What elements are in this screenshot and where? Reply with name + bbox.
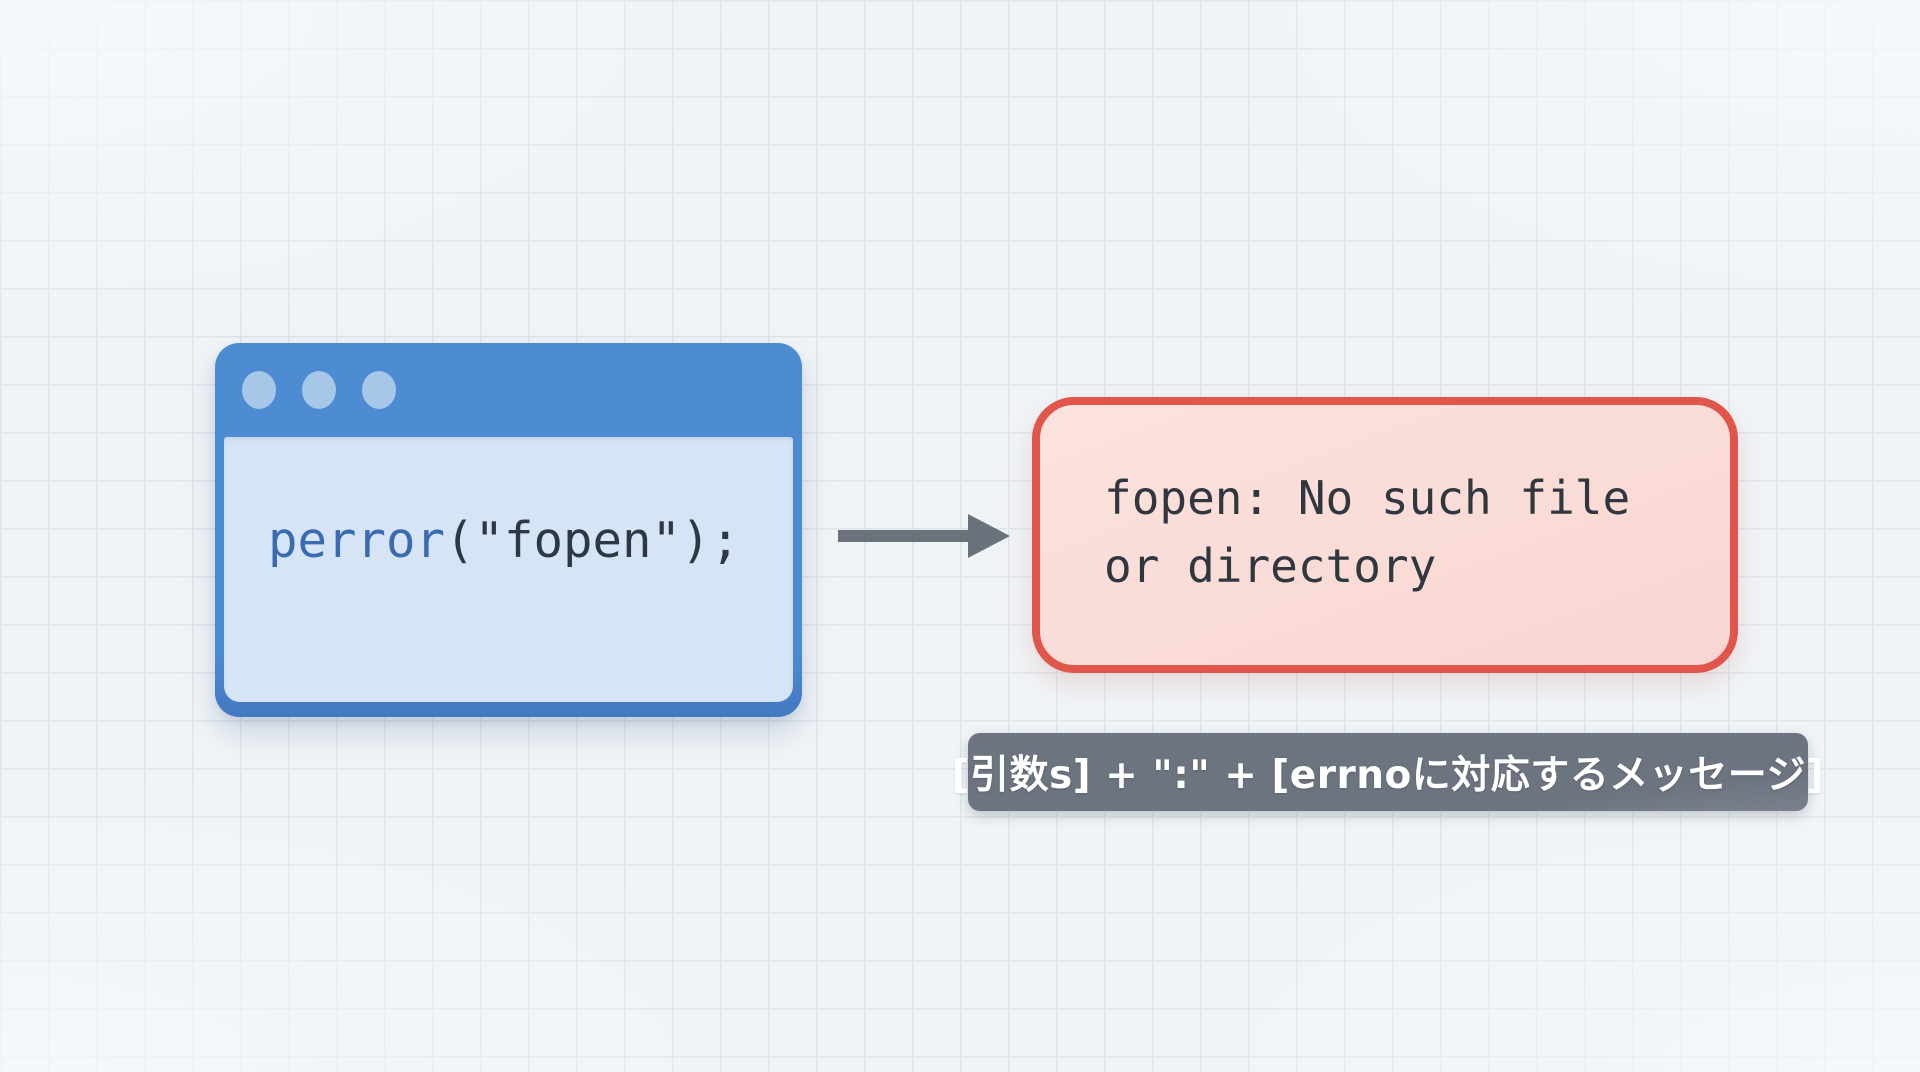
arrow-right-icon bbox=[836, 513, 1012, 559]
window-dot-icon bbox=[302, 371, 336, 409]
code-function-name: perror bbox=[268, 512, 446, 569]
window-dot-icon bbox=[362, 371, 396, 409]
code-line: perror("fopen"); bbox=[268, 513, 740, 569]
caption-text: [引数s] + ":" + [errnoに対応するメッセージ] bbox=[951, 753, 1825, 798]
caption-badge: [引数s] + ":" + [errnoに対応するメッセージ] bbox=[952, 733, 1824, 811]
window-titlebar bbox=[215, 343, 802, 437]
code-window: perror("fopen"); bbox=[215, 343, 802, 717]
window-content: perror("fopen"); bbox=[224, 437, 793, 702]
error-output-box: fopen: No such file or directory bbox=[1032, 397, 1738, 673]
window-dot-icon bbox=[242, 371, 276, 409]
code-arguments: ("fopen"); bbox=[445, 512, 741, 569]
error-output-line: or directory bbox=[1104, 539, 1437, 593]
error-output-line: fopen: No such file bbox=[1104, 471, 1631, 525]
